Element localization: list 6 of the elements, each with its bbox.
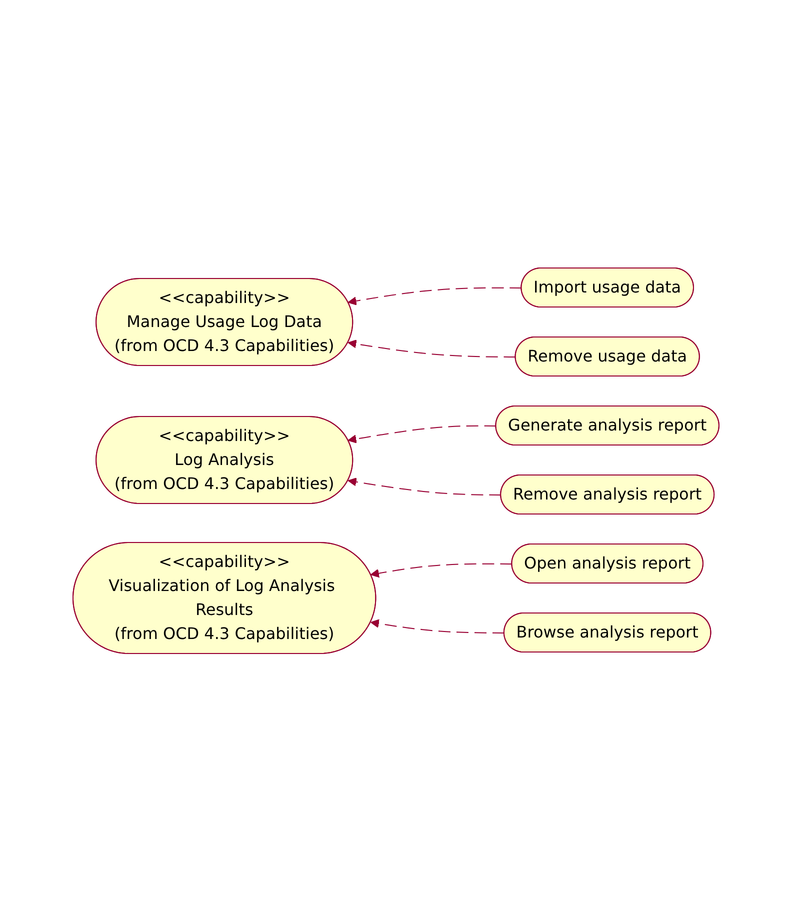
arrow (347, 425, 496, 444)
arrow (347, 477, 502, 496)
arrow (347, 339, 516, 358)
arrow (370, 618, 504, 634)
arrow (370, 563, 512, 578)
arrow (347, 287, 522, 306)
